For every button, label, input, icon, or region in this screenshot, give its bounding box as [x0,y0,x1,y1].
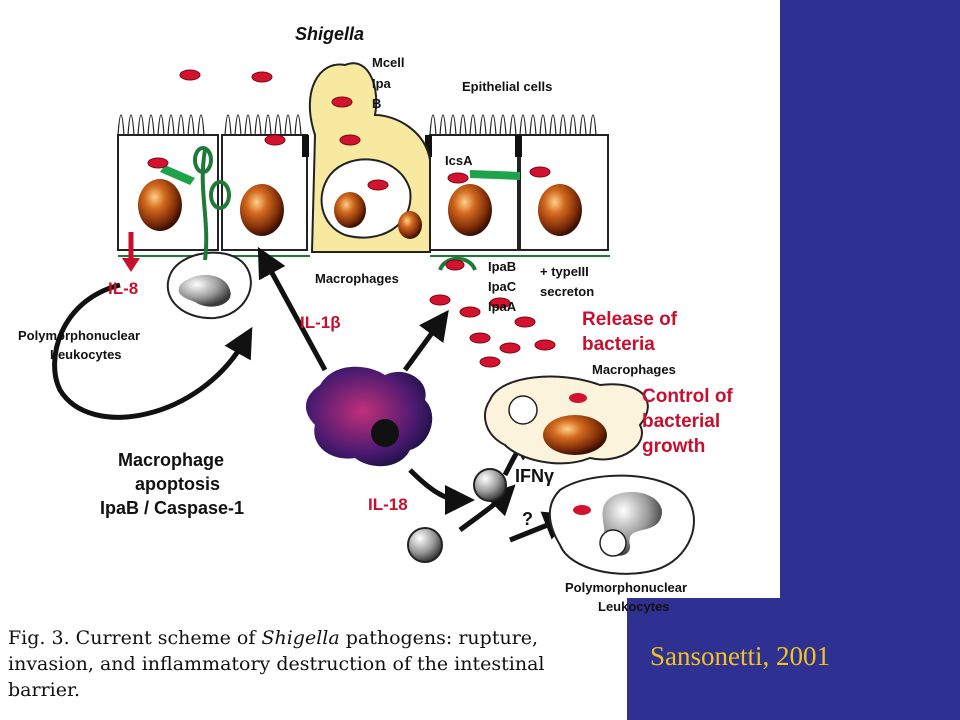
label-control-1: Control of [642,386,733,407]
label-release-2: bacteria [582,334,655,355]
label-ipa: Ipa [372,76,392,91]
label-mcell: Mcell [372,55,405,70]
label-pmn-right-1: Polymorphonuclear [565,580,687,595]
phagosome [508,395,538,425]
label-release-1: Release of [582,309,678,330]
apoptotic-macrophage [305,366,433,467]
blue-sidebar [780,0,960,598]
diagram-labels: Shigella Mcell Ipa B Epithelial cells Ic… [18,24,733,614]
caption-suffix: pathogens: rupture, invasion, and inflam… [8,627,545,701]
shigella-bacteria [147,69,556,368]
label-macrophages-top: Macrophages [315,271,399,286]
macrophage-right-nucleus [543,415,607,455]
caption-italic: Shigella [261,627,340,649]
macrophage-left-nucleus [178,274,231,307]
label-il18: IL-18 [368,495,408,514]
figure-caption: Fig. 3. Current scheme of Shigella patho… [8,625,620,703]
label-macrophages-right: Macrophages [592,362,676,377]
il8-arrow [122,232,140,272]
label-pmn-right-2: Leukocytes [598,599,670,614]
label-epithelial-cells: Epithelial cells [462,79,552,94]
pmn-phagosome [599,529,627,557]
lymphocytes [407,468,507,563]
blue-footer-band [627,598,960,720]
neutrophil-transmigrating [200,149,209,261]
shigella-diagram [52,62,695,575]
label-apoptosis-1: Macrophage [118,450,224,470]
actin-tails [160,165,520,185]
caption-prefix: Fig. 3. Current scheme of [8,627,262,649]
green-vacuoles [193,146,477,271]
label-il1b: IL-1β [300,313,341,332]
cell-nuclei [138,179,582,239]
label-icsa: IcsA [445,153,473,168]
label-ipab: IpaB [488,259,516,274]
label-control-2: bacterial [642,411,720,432]
label-question: ? [522,509,533,529]
label-ipaa: IpaA [488,299,517,314]
label-apoptosis-3: IpaB / Caspase-1 [100,498,244,518]
label-pmn-left-1: Polymorphonuclear [18,328,140,343]
label-control-3: growth [642,436,705,457]
label-b: B [372,96,381,111]
microvilli [117,114,597,136]
label-il8: IL-8 [108,279,138,298]
apoptotic-nucleus [371,419,399,447]
label-ipac: IpaC [488,279,517,294]
label-type3-line2: secreton [540,284,594,299]
label-type3-line1: + typeIII [540,264,589,279]
label-apoptosis-2: apoptosis [135,474,220,494]
label-ifn: IFNγ [515,466,554,486]
tight-junctions [302,135,522,157]
label-pmn-left-2: Leukocytes [50,347,122,362]
diagram-title: Shigella [295,24,364,44]
citation: Sansonetti, 2001 [650,641,830,671]
